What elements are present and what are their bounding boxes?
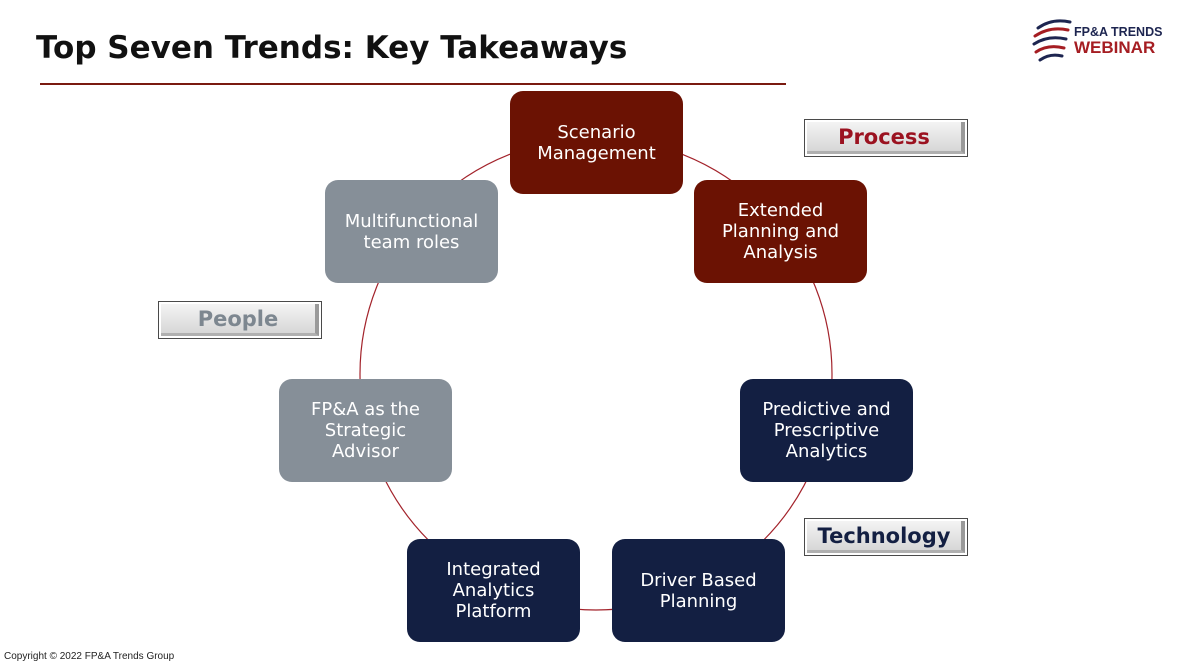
fpa-trends-webinar-logo: FP&A TRENDS WEBINAR xyxy=(1030,14,1180,70)
node-text: Analytics xyxy=(452,580,535,601)
node-text: Predictive and xyxy=(762,399,891,420)
node-text: Integrated xyxy=(446,559,541,580)
node-text: Advisor xyxy=(332,441,399,462)
node-text: Planning and xyxy=(721,221,840,242)
node-text: FP&A as the xyxy=(311,399,420,420)
node-text: Analytics xyxy=(785,441,868,462)
node-text: Scenario xyxy=(557,121,636,143)
category-label-people: People xyxy=(158,301,322,339)
category-label-technology-text: Technology xyxy=(807,521,965,553)
node-text: Extended xyxy=(737,200,824,221)
logo-text-top: FP&A TRENDS xyxy=(1074,25,1163,39)
category-label-technology: Technology xyxy=(804,518,968,556)
node-text: Management xyxy=(537,142,656,164)
node-text: Multifunctional xyxy=(344,210,479,232)
node-text: Analysis xyxy=(743,242,818,263)
category-label-people-text: People xyxy=(161,304,319,336)
category-label-process: Process xyxy=(804,119,968,157)
title-divider xyxy=(40,83,786,85)
node-text: Platform xyxy=(455,601,532,622)
node-text: Prescriptive xyxy=(773,420,880,441)
logo-globe-icon xyxy=(1032,19,1072,62)
slide-title: Top Seven Trends: Key Takeaways xyxy=(36,30,628,66)
category-label-process-text: Process xyxy=(807,122,965,154)
logo-text-bottom: WEBINAR xyxy=(1074,38,1156,57)
node-text: Planning xyxy=(659,590,738,612)
node-text: Strategic xyxy=(324,420,407,441)
node-text: team roles xyxy=(363,231,460,253)
copyright-footer: Copyright © 2022 FP&A Trends Group xyxy=(4,651,175,662)
node-text: Driver Based xyxy=(640,569,757,591)
